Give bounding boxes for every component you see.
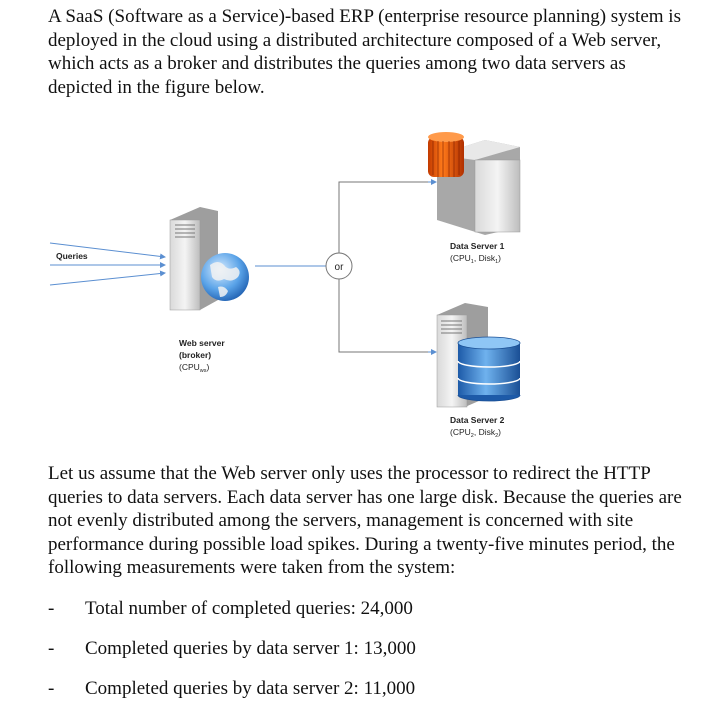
bullet-dash: - xyxy=(48,598,55,619)
queries-label: Queries xyxy=(56,251,88,261)
web-server-cpu-label: (CPUws) xyxy=(179,362,210,374)
data-server-2-icon xyxy=(436,303,521,408)
web-server-icon xyxy=(169,207,249,311)
bullet-text: Completed queries by data server 1: 13,0… xyxy=(85,638,416,659)
web-server-label: Web server xyxy=(179,338,225,348)
web-server-broker-label: (broker) xyxy=(179,350,211,360)
bullet-text: Completed queries by data server 2: 11,0… xyxy=(85,678,416,699)
body-paragraph: Let us assume that the Web server only u… xyxy=(48,463,682,578)
bullet-text: Total number of completed queries: 24,00… xyxy=(85,598,413,619)
bullet-dash: - xyxy=(48,638,55,659)
query-arrows xyxy=(49,242,166,286)
architecture-diagram: Queries Web server (broker) (CPUws) or xyxy=(49,132,521,439)
data-server-1-title: Data Server 1 xyxy=(450,241,505,251)
intro-paragraph: A SaaS (Software as a Service)-based ERP… xyxy=(48,6,681,98)
bullet-dash: - xyxy=(48,678,55,699)
branch-lines xyxy=(338,179,437,355)
data-server-2-spec: (CPU2, Disk2) xyxy=(450,427,501,439)
data-server-1-icon xyxy=(428,132,521,235)
data-server-2-title: Data Server 2 xyxy=(450,415,505,425)
data-server-1-spec: (CPU1, Disk1) xyxy=(450,253,501,265)
or-label: or xyxy=(335,262,345,273)
